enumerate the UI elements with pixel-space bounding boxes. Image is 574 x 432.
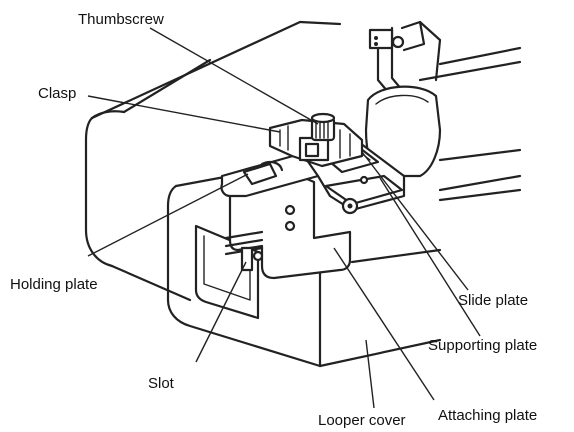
thumbscrew-leader [149,27,319,125]
label-supporting-plate: Supporting plate [428,337,537,354]
thumbscrew [310,112,336,142]
looper-cover-body [166,174,442,368]
label-thumbscrew: Thumbscrew [78,11,164,28]
machine-housing [84,20,522,302]
looper-cover-leader [365,339,375,409]
holding-plate-leader [87,173,249,257]
label-slide-plate: Slide plate [458,292,528,309]
label-clasp: Clasp [38,85,76,102]
attaching-plate-leader [333,247,435,401]
slot-leader [195,261,247,363]
slide-plate-leader [361,151,469,291]
clasp [268,118,364,168]
label-attaching-plate: Attaching plate [438,407,537,424]
label-looper-cover: Looper cover [318,412,406,429]
label-holding-plate: Holding plate [10,276,98,293]
clasp-leader [87,95,281,133]
attaching-plate [224,174,352,280]
label-slot: Slot [148,375,175,392]
supporting-plate-leader [379,177,481,337]
